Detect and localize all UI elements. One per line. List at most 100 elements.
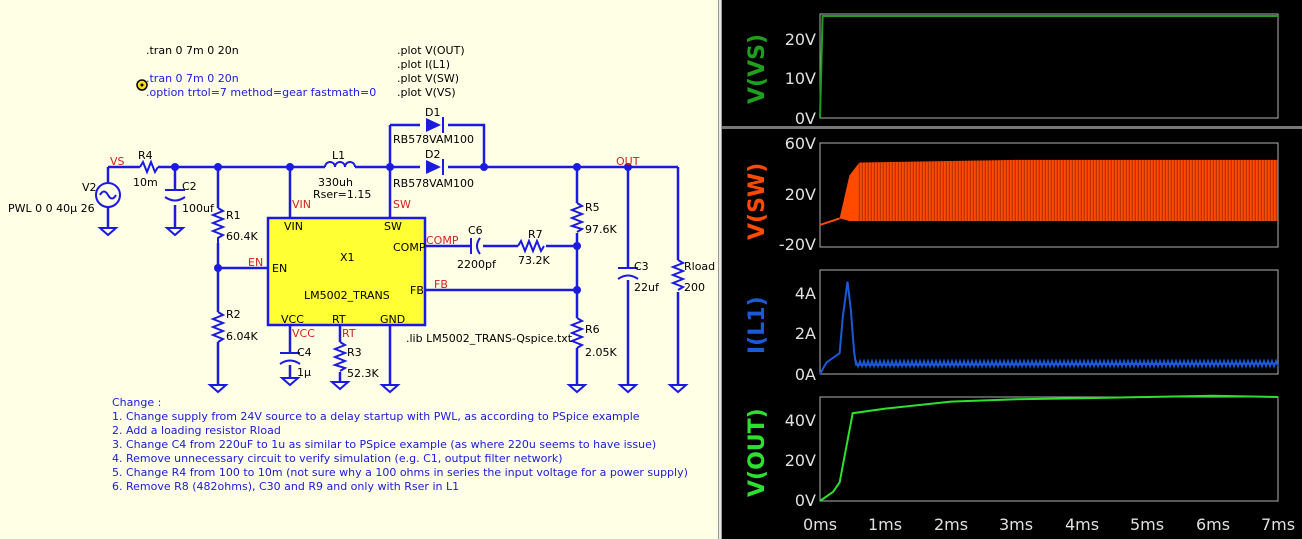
net-label-comp: COMP (426, 234, 459, 247)
note-item[interactable]: 6. Remove R8 (482ohms), C30 and R9 and o… (112, 480, 459, 493)
rload-value: 200 (684, 281, 705, 294)
voltage-source-v2[interactable] (95, 182, 121, 208)
y-tick-label: 20V (785, 185, 816, 204)
r2-value: 6.04K (226, 330, 258, 343)
plot-frame-vs[interactable] (819, 13, 1279, 119)
y-tick-label: 2A (795, 324, 816, 343)
junctions (171, 163, 632, 294)
resistor-r1[interactable] (210, 207, 226, 243)
inductor-l1[interactable] (324, 161, 356, 168)
signal-label-vs[interactable]: V(VS) (745, 34, 770, 104)
schematic-canvas[interactable]: .tran 0 7m 0 20n .tran 0 7m 0 20n .optio… (0, 0, 718, 539)
note-item[interactable]: 5. Change R4 from 100 to 10m (not sure w… (112, 466, 688, 479)
r5-label: R5 (585, 201, 600, 214)
x-tick-label: 5ms (1130, 515, 1164, 534)
r3-label: R3 (347, 346, 362, 359)
r4-label: R4 (138, 149, 153, 162)
resistor-rload[interactable] (670, 259, 686, 291)
x1-label: X1 (340, 251, 355, 264)
x-tick-label: 6ms (1196, 515, 1230, 534)
resistor-r5[interactable] (568, 202, 585, 233)
resistor-r7[interactable] (517, 238, 545, 254)
net-label-vcc: VCC (292, 327, 315, 340)
net-label-rt: RT (342, 327, 356, 340)
resistor-r3[interactable] (331, 341, 348, 372)
x1-pin-fb: FB (410, 284, 424, 297)
r3-value: 52.3K (347, 367, 379, 380)
diode-d2[interactable] (426, 160, 441, 174)
d2-label: D2 (425, 148, 440, 161)
pane-splitter[interactable] (718, 0, 722, 539)
plot-directive-vout[interactable]: .plot V(OUT) (397, 44, 465, 57)
plot-directive-vsw[interactable]: .plot V(SW) (397, 72, 459, 85)
notes-title[interactable]: Change : (112, 396, 161, 409)
resistor-r4[interactable] (139, 159, 159, 175)
capacitor-c2[interactable] (164, 189, 186, 202)
x-tick-label: 4ms (1065, 515, 1099, 534)
schematic-editor[interactable]: .tran 0 7m 0 20n .tran 0 7m 0 20n .optio… (0, 0, 718, 539)
r6-label: R6 (585, 323, 600, 336)
y-tick-label: 0A (795, 365, 816, 384)
resistor-r2[interactable] (210, 311, 226, 343)
plot-directive-vvs[interactable]: .plot V(VS) (397, 86, 456, 99)
waveform-canvas[interactable]: V(VS) V(SW) I(L1) V(OUT) 20V 10V 0V 60V … (722, 0, 1302, 539)
y-tick-label: 0V (795, 109, 816, 128)
signal-label-vout[interactable]: V(OUT) (745, 408, 770, 497)
capacitor-c3[interactable] (617, 267, 639, 280)
option-directive[interactable]: .option trtol=7 method=gear fastmath=0 (146, 86, 376, 99)
y-tick-label: 10V (785, 69, 816, 88)
y-tick-label: 4A (795, 284, 816, 303)
sine-icon (99, 190, 117, 200)
ground-symbols (97, 227, 689, 394)
wire-d1 (390, 123, 486, 167)
signal-label-sw[interactable]: V(SW) (745, 163, 770, 240)
trace-sw-envelope (839, 159, 1278, 221)
note-item[interactable]: 3. Change C4 from 220uF to 1u as similar… (112, 438, 656, 451)
tran-directive[interactable]: .tran 0 7m 0 20n (146, 44, 239, 57)
x-tick-label: 2ms (934, 515, 968, 534)
lib-directive[interactable]: .lib LM5002_TRANS-Qspice.txt (406, 332, 573, 345)
ic-x1[interactable] (266, 216, 427, 327)
y-tick-label: 0V (795, 491, 816, 510)
x-tick-label: 3ms (999, 515, 1033, 534)
signal-label-il1[interactable]: I(L1) (745, 296, 770, 354)
l1-rser: Rser=1.15 (313, 188, 371, 201)
note-item[interactable]: 2. Add a loading resistor Rload (112, 424, 281, 437)
note-item[interactable]: 1. Change supply from 24V source to a de… (112, 410, 640, 423)
plot-frame-il1[interactable] (819, 269, 1279, 375)
x-tick-label: 7ms (1261, 515, 1295, 534)
c6-value: 2200pf (457, 258, 497, 271)
capacitor-c6[interactable] (470, 237, 481, 255)
diode-d1[interactable] (426, 118, 441, 132)
waveform-pane-splitter[interactable] (722, 126, 1302, 129)
v2-label: V2 (82, 181, 97, 194)
r6-value: 2.05K (585, 346, 617, 359)
trace-vs (819, 15, 1278, 119)
r7-label: R7 (528, 228, 543, 241)
trace-il1 (819, 281, 1279, 375)
plot-frame-vout[interactable] (819, 396, 1279, 502)
net-label-vs: VS (110, 155, 125, 168)
x1-pin-vcc: VCC (281, 313, 304, 326)
y-tick-label: 40V (785, 411, 816, 430)
trace-il1-ripple (855, 358, 1279, 369)
c4-label: C4 (297, 346, 312, 359)
c2-label: C2 (182, 180, 197, 193)
d1-label: D1 (425, 106, 440, 119)
waveform-viewer[interactable]: V(VS) V(SW) I(L1) V(OUT) 20V 10V 0V 60V … (722, 0, 1302, 539)
capacitor-c4[interactable] (279, 352, 301, 365)
x1-pin-gnd: GND (380, 313, 405, 326)
resistor-r6[interactable] (569, 317, 585, 349)
x1-pin-en: EN (272, 262, 287, 275)
plot-directive-il1[interactable]: .plot I(L1) (397, 58, 450, 71)
c3-value: 22uf (634, 281, 660, 294)
net-label-en: EN (248, 256, 263, 269)
note-item[interactable]: 4. Remove unnecessary circuit to verify … (112, 452, 563, 465)
tran-directive-active[interactable]: .tran 0 7m 0 20n (146, 72, 239, 85)
cursor-marker-dot (140, 83, 144, 87)
trace-sw-ripple (858, 159, 1277, 221)
trace-sw-startup (819, 217, 840, 226)
net-label-vin: VIN (292, 198, 311, 211)
d2-value: RB578VAM100 (393, 177, 474, 190)
v2-value: PWL 0 0 40µ 26 (8, 202, 95, 215)
